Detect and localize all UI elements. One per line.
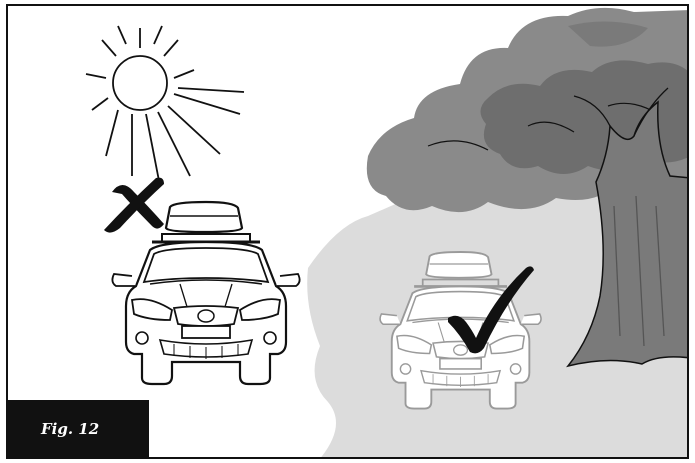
figure-frame: Fig. 12 — [6, 4, 689, 459]
sun-icon — [86, 26, 244, 186]
illustration — [8, 6, 689, 459]
car-in-sun — [112, 202, 299, 384]
cross-mark-icon — [104, 178, 164, 233]
figure-label: Fig. 12 — [8, 400, 149, 457]
